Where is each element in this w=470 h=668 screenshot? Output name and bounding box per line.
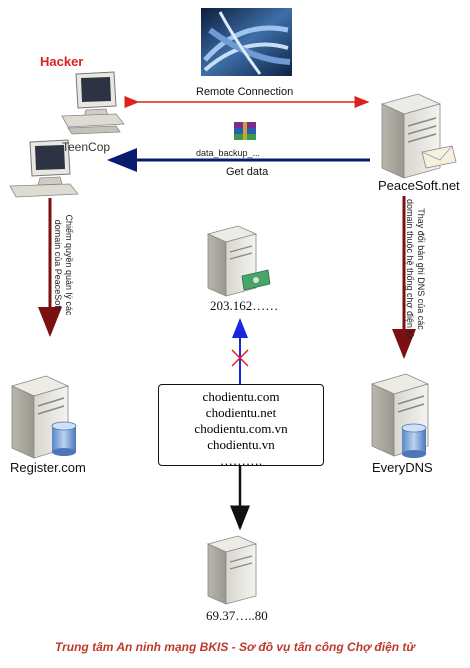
teencop-computer-icon	[9, 139, 79, 198]
domain-item: chodientu.net	[205, 405, 277, 420]
remote-connection-label: Remote Connection	[196, 86, 294, 98]
fake-server-icon	[206, 225, 271, 297]
get-data-label: Get data	[226, 166, 269, 178]
right-note-line: domain thuộc hệ thống chợ điện tử	[405, 198, 415, 340]
domain-item: chodientu.com.vn	[194, 421, 288, 436]
database-cylinder-icon	[401, 423, 427, 458]
left-note-line: domain của PeaceSoft	[53, 219, 63, 311]
file-name-label: data_backup_...	[196, 148, 261, 158]
register-server-icon	[10, 375, 77, 459]
real-server-icon	[206, 535, 258, 605]
real-server-ip: 69.37…..80	[206, 608, 268, 623]
network-cables-image	[201, 8, 292, 76]
hacker-computer-icon	[61, 71, 125, 135]
rar-archive-icon	[234, 122, 256, 140]
register-label: Register.com	[10, 460, 86, 475]
red-x-icon	[231, 349, 249, 367]
right-side-note: Thay đổi bản ghi DNS của các domain thuộ…	[404, 189, 426, 349]
footer-caption: Trung tâm An ninh mạng BKIS - Sơ đồ vụ t…	[54, 640, 415, 654]
domain-item: chodientu.com	[202, 389, 280, 404]
domain-list-box: chodientu.com chodientu.net chodientu.co…	[158, 384, 324, 468]
domain-item: chodientu.vn	[207, 437, 275, 452]
everydns-label: EveryDNS	[372, 460, 433, 475]
hacker-label: Hacker	[40, 54, 84, 69]
left-side-note: Chiếm quyền quản lý các domain của Peace…	[52, 200, 74, 330]
database-cylinder-icon	[51, 421, 77, 456]
right-note-line: Thay đổi bản ghi DNS của các	[416, 208, 426, 330]
peacesoft-label: PeaceSoft.net	[378, 178, 460, 193]
left-note-line: Chiếm quyền quản lý các	[64, 214, 74, 316]
peacesoft-server-icon	[380, 93, 457, 179]
domain-item: ……….	[219, 453, 263, 468]
everydns-server-icon	[370, 373, 430, 458]
teencop-label: TeenCop	[62, 140, 111, 154]
fake-server-ip: 203.162……	[210, 298, 279, 313]
